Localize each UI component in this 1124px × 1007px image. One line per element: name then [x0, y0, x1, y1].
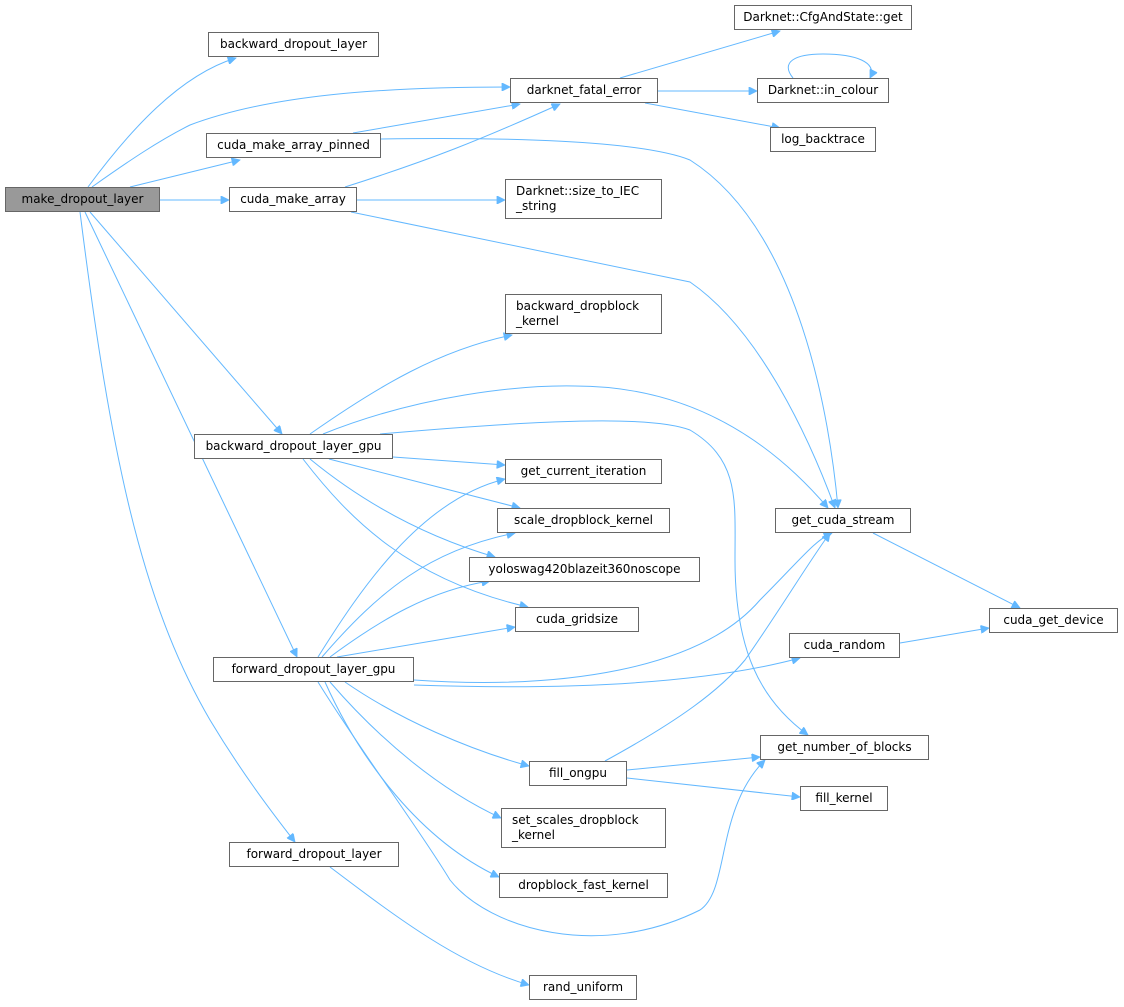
edge	[317, 479, 505, 658]
node-get-number-of-blocks[interactable]: get_number_of_blocks	[760, 735, 929, 760]
node-darknet-fatal-error[interactable]: darknet_fatal_error	[510, 78, 658, 103]
node-forward-dropout-layer[interactable]: forward_dropout_layer	[229, 842, 399, 867]
edge	[321, 533, 515, 658]
edge	[352, 104, 520, 134]
edge	[413, 533, 832, 683]
edge	[619, 31, 780, 79]
edge	[329, 681, 501, 818]
edge	[309, 335, 512, 435]
edge	[872, 532, 1020, 609]
edge	[380, 137, 838, 508]
edge	[309, 458, 495, 557]
node-cfgandstate-get[interactable]: Darknet::CfgAndState::get	[734, 5, 912, 30]
node-get-cuda-stream[interactable]: get_cuda_stream	[775, 508, 911, 533]
node-cuda-make-array-pinned[interactable]: cuda_make_array_pinned	[206, 133, 381, 158]
edge	[322, 385, 828, 508]
node-set-scales-dropblock-kernel[interactable]: set_scales_dropblock _kernel	[501, 808, 666, 848]
edge	[344, 681, 529, 766]
edge	[324, 681, 499, 877]
edge	[336, 627, 515, 658]
edge	[787, 53, 871, 78]
edge	[87, 58, 236, 188]
node-cuda-random[interactable]: cuda_random	[789, 633, 900, 658]
edge	[379, 420, 808, 735]
edge	[626, 777, 800, 797]
node-log-backtrace[interactable]: log_backtrace	[770, 127, 876, 152]
node-size-to-iec-string[interactable]: Darknet::size_to_IEC _string	[505, 179, 662, 219]
edge	[899, 628, 989, 644]
edge	[129, 160, 240, 188]
node-yoloswag420blazeit360noscope[interactable]: yoloswag420blazeit360noscope	[469, 557, 700, 582]
edge	[350, 211, 835, 508]
node-rand-uniform[interactable]: rand_uniform	[529, 975, 637, 1000]
edge	[329, 866, 529, 985]
edge	[84, 211, 297, 657]
node-backward-dropblock-kernel[interactable]: backward_dropblock _kernel	[505, 294, 662, 334]
node-get-current-iteration[interactable]: get_current_iteration	[505, 459, 662, 484]
node-backward-dropout-layer-gpu[interactable]: backward_dropout_layer_gpu	[194, 434, 393, 459]
edge	[89, 211, 282, 434]
node-cuda-gridsize[interactable]: cuda_gridsize	[515, 607, 639, 632]
edge	[392, 456, 505, 465]
edge	[329, 581, 490, 658]
node-fill-ongpu[interactable]: fill_ongpu	[529, 761, 627, 786]
edge	[79, 211, 295, 842]
node-dropblock-fast-kernel[interactable]: dropblock_fast_kernel	[499, 873, 668, 898]
edge	[604, 533, 830, 762]
edge	[302, 458, 528, 607]
node-cuda-get-device[interactable]: cuda_get_device	[989, 608, 1118, 633]
edge	[317, 681, 765, 937]
edge	[413, 658, 800, 688]
node-forward-dropout-layer-gpu[interactable]: forward_dropout_layer_gpu	[213, 657, 414, 682]
edge	[626, 757, 760, 771]
node-in-colour[interactable]: Darknet::in_colour	[757, 78, 889, 103]
node-fill-kernel[interactable]: fill_kernel	[800, 786, 888, 811]
node-cuda-make-array[interactable]: cuda_make_array	[229, 187, 357, 212]
node-make-dropout-layer[interactable]: make_dropout_layer	[5, 187, 160, 212]
node-scale-dropblock-kernel[interactable]: scale_dropblock_kernel	[497, 508, 670, 533]
edge	[644, 102, 780, 128]
edge	[344, 104, 560, 188]
edge	[328, 458, 520, 508]
node-backward-dropout-layer[interactable]: backward_dropout_layer	[208, 32, 379, 57]
edge	[91, 87, 510, 188]
